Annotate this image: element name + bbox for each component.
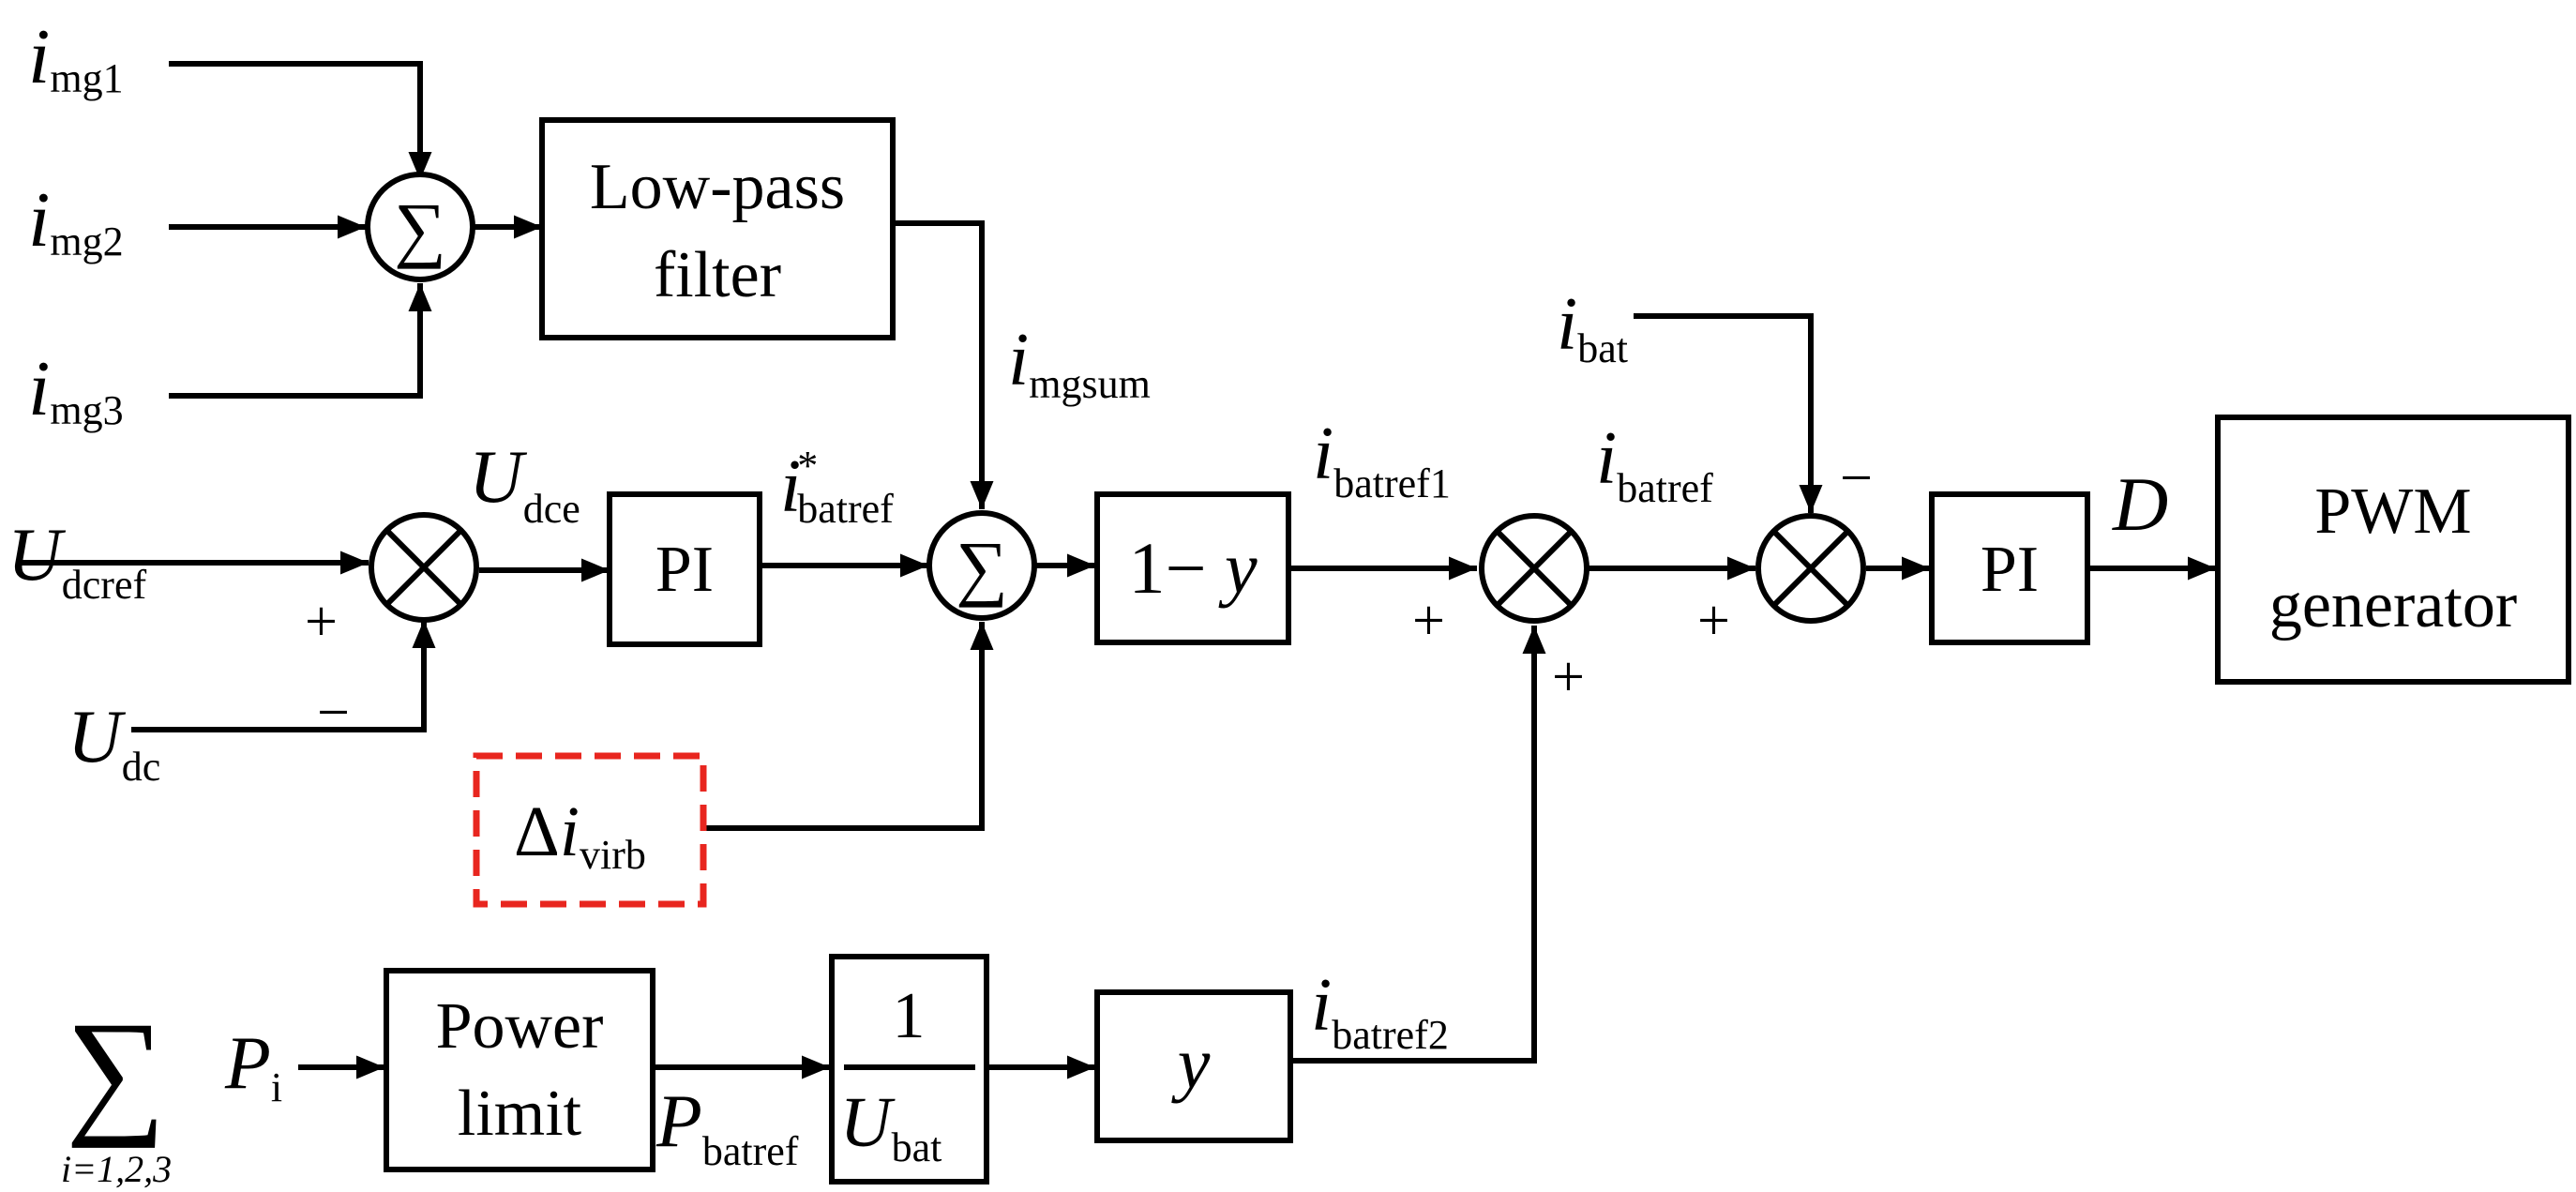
lowpass-filter-block: Low-pass filter: [539, 117, 896, 340]
pwm-line2: generator: [2269, 569, 2517, 641]
comparator-1: [369, 512, 479, 623]
one-minus-var: y: [1218, 527, 1258, 609]
delta-symbol: Δ: [514, 792, 560, 871]
pwm-line1: PWM: [2314, 475, 2471, 548]
y-gain-block: y: [1094, 989, 1293, 1143]
signs: + − + + + −: [305, 446, 1873, 745]
label-udce: Udce: [469, 436, 580, 532]
label-d: D: [2112, 461, 2168, 547]
wire-img1: [169, 61, 432, 180]
svg-text:Δivirb: Δivirb: [514, 792, 646, 878]
power-limit-line2: limit: [458, 1078, 582, 1150]
wire-lowpass-to-sum2: [893, 220, 994, 509]
label-img3: img3: [28, 345, 124, 433]
wire-y-to-cross2: [1290, 626, 1546, 1064]
power-limit-line1: Power: [436, 990, 604, 1063]
big-sum-symbol: ∑: [66, 993, 166, 1149]
sign-ibatref2-plus: +: [1552, 645, 1585, 709]
sign-ibatref-plus: +: [1697, 589, 1730, 653]
sum-of-pi: ∑ i=1,2,3 Pi: [61, 993, 282, 1190]
sign-udcref-plus: +: [305, 590, 338, 654]
sign-ibatref1-plus: +: [1412, 589, 1445, 653]
lowpass-line1: Low-pass: [590, 151, 845, 223]
delta-i-sub: virb: [580, 832, 646, 878]
one-minus-y-block: 1− y: [1094, 491, 1291, 645]
label-img2: img2: [28, 176, 124, 264]
wires: [17, 61, 2216, 1079]
recip-den-sub: bat: [892, 1124, 942, 1170]
svg-text:1− y: 1− y: [1128, 527, 1258, 609]
wire-img3: [169, 283, 432, 399]
y-gain-label: y: [1171, 1022, 1211, 1104]
power-limit-block: Power limit: [384, 968, 655, 1172]
reciprocal-ubat-block: 1 Ubat: [829, 954, 989, 1184]
summing-junction-1: ∑: [365, 172, 475, 282]
sum-symbol-1: ∑: [394, 188, 446, 269]
delta-i-main: i: [560, 792, 580, 871]
label-ibatref1: ibatref1: [1313, 413, 1451, 506]
label-ibat: ibat: [1557, 283, 1628, 371]
delta-ivirb-block: Δivirb: [473, 752, 707, 908]
recip-den-main: U: [840, 1083, 896, 1162]
sign-ibat-minus: −: [1840, 446, 1873, 510]
svg-text:Ubat: Ubat: [840, 1083, 942, 1170]
label-pi: Pi: [224, 1022, 282, 1110]
sum-index: i=1,2,3: [61, 1148, 172, 1190]
summing-junction-2: ∑: [926, 510, 1037, 621]
sign-udc-minus: −: [317, 681, 350, 745]
label-udcref: Udcref: [8, 514, 146, 608]
wire-udc: [131, 620, 436, 732]
multiplier-junction-2: [1479, 513, 1589, 624]
lowpass-line2: filter: [654, 239, 781, 311]
pi2-label: PI: [1981, 534, 2039, 606]
label-imgsum: imgsum: [1008, 319, 1151, 407]
label-ibatref-star: i*batref: [780, 443, 894, 532]
label-img1: img1: [28, 13, 124, 101]
sum-symbol-2: ∑: [956, 526, 1008, 608]
label-ibatref: ibatref: [1596, 417, 1713, 511]
pi-controller-1: PI: [607, 491, 762, 647]
one-minus-text: 1−: [1128, 527, 1225, 609]
wire-ibat: [1634, 313, 1823, 513]
wire-delta-to-sum2: [703, 622, 994, 831]
label-ibatref2: ibatref2: [1311, 964, 1449, 1058]
comparator-3: [1755, 513, 1866, 624]
label-pbatref: Pbatref: [655, 1080, 799, 1174]
label-udc: Udc: [68, 696, 160, 790]
pi1-label: PI: [655, 534, 714, 606]
recip-numerator: 1: [893, 980, 926, 1052]
pi-controller-2: PI: [1929, 491, 2090, 645]
pwm-generator-block: PWM generator: [2215, 415, 2571, 685]
